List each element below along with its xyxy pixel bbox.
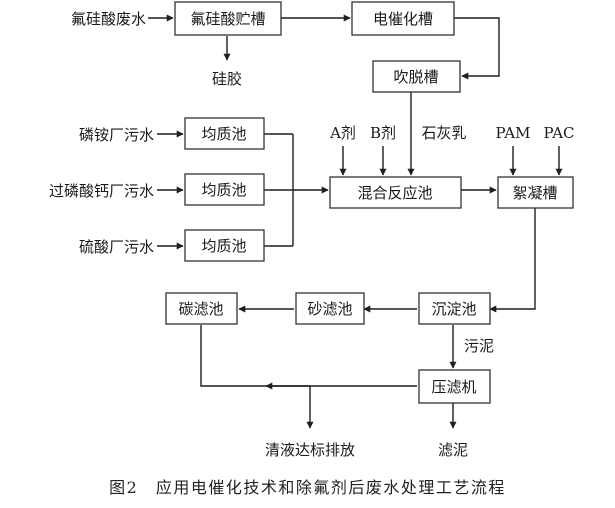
stripping-tank-label: 吹脱槽 [393, 68, 438, 86]
carbon-filter-label: 碳滤池 [178, 300, 223, 318]
storage-tank-label: 氟硅酸贮槽 [190, 10, 265, 28]
agent-a-label: A剂 [329, 124, 356, 142]
equalization-tank-2-label: 均质池 [201, 181, 246, 199]
mixing-reaction-tank-box: 混合反应池 [329, 176, 462, 209]
equalization-tank-1-label: 均质池 [201, 125, 246, 143]
superphosphate-wastewater-label: 过磷酸钙厂污水 [49, 182, 154, 200]
carbon-filter-box: 碳滤池 [165, 292, 238, 325]
sand-filter-label: 砂滤池 [307, 300, 352, 318]
silica-gel-label: 硅胶 [212, 70, 242, 88]
sulfuric-acid-wastewater-label: 硫酸厂污水 [79, 238, 154, 256]
filter-sludge-label: 滤泥 [438, 441, 468, 459]
electrocatalysis-tank-label: 电催化槽 [373, 10, 433, 28]
filter-press-label: 压滤机 [431, 378, 476, 396]
sedimentation-tank-box: 沉淀池 [418, 292, 491, 325]
sedimentation-tank-label: 沉淀池 [431, 300, 476, 318]
agent-b-label: B剂 [370, 124, 396, 142]
mixing-reaction-tank-label: 混合反应池 [357, 184, 432, 202]
pac-label: PAC [543, 124, 574, 142]
fluorosilicic-wastewater-label: 氟硅酸废水 [71, 10, 146, 28]
electrocatalysis-tank-box: 电催化槽 [351, 1, 455, 36]
stripping-tank-box: 吹脱槽 [372, 60, 461, 93]
flocculation-tank-label: 絮凝槽 [512, 184, 557, 202]
flocculation-tank-box: 絮凝槽 [497, 176, 574, 209]
pam-label: PAM [496, 124, 531, 142]
figure-caption: 图2 应用电催化技术和除氟剂后废水处理工艺流程 [109, 478, 506, 497]
phosphate-ammonium-wastewater-label: 磷铵厂污水 [79, 126, 154, 144]
equalization-tank-2-box: 均质池 [184, 173, 265, 206]
lime-milk-label: 石灰乳 [421, 124, 466, 142]
sand-filter-box: 砂滤池 [295, 292, 365, 325]
flow-connectors [148, 14, 563, 429]
clear-liquid-discharge-label: 清液达标排放 [265, 441, 355, 459]
equalization-tank-3-box: 均质池 [184, 229, 265, 262]
filter-press-box: 压滤机 [418, 369, 491, 404]
flourosilicic-storage-tank-box: 氟硅酸贮槽 [174, 1, 282, 36]
equalization-tank-3-label: 均质池 [201, 237, 246, 255]
equalization-tank-1-box: 均质池 [184, 117, 265, 150]
sludge-label: 污泥 [464, 337, 494, 355]
